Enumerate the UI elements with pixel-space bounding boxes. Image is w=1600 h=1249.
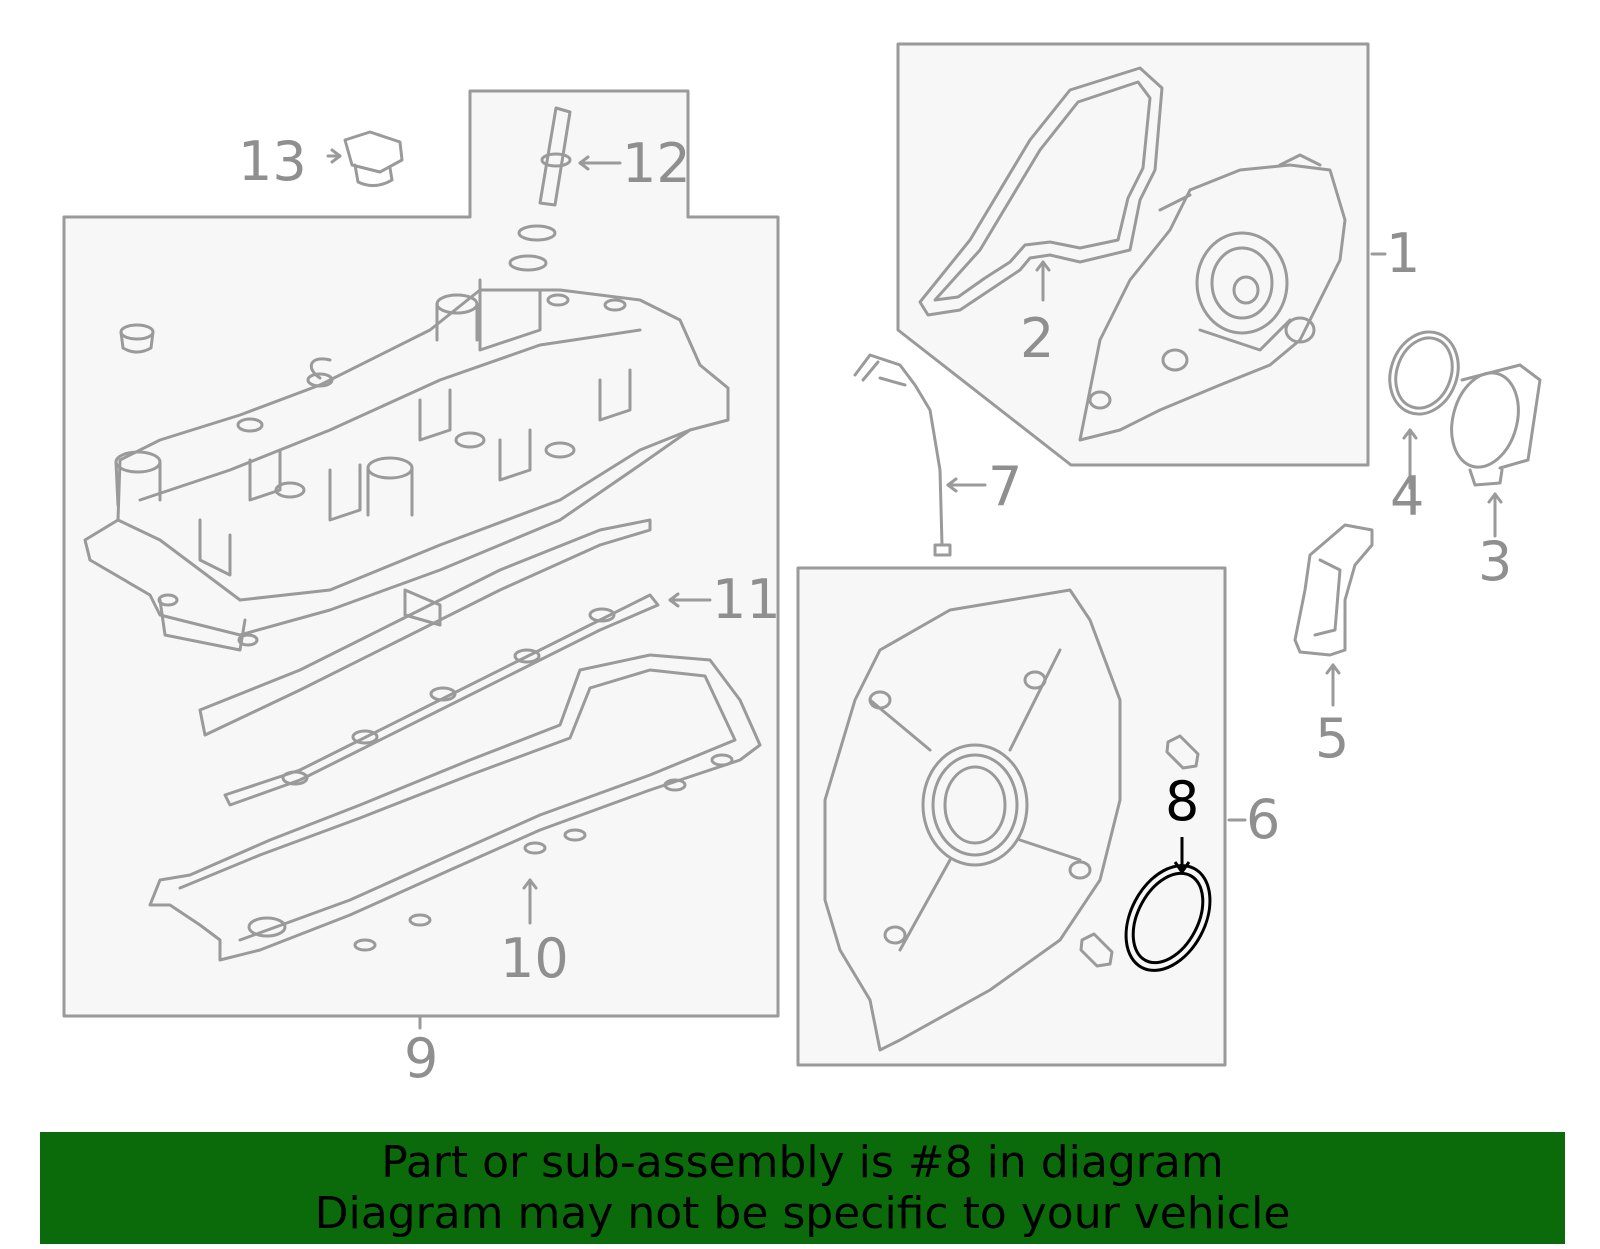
plug-drawing	[119, 323, 155, 354]
front-cover-drawing	[1078, 153, 1347, 442]
gasket-2-drawing	[918, 66, 1164, 317]
group-box-1	[896, 42, 1370, 467]
callout-11: 11	[712, 568, 781, 631]
banner-line-1: Part or sub-assembly is #8 in diagram	[381, 1137, 1224, 1188]
bracket-5-drawing	[1293, 523, 1374, 657]
callout-3: 3	[1478, 530, 1512, 593]
cap-3-drawing	[1450, 363, 1542, 487]
callout-7: 7	[988, 455, 1022, 518]
seal-ring-8-drawing	[1124, 837, 1212, 972]
group-box-6	[796, 566, 1227, 1067]
oil-cap-drawing	[343, 130, 404, 187]
callout-5: 5	[1315, 707, 1349, 770]
banner-line-2: Diagram may not be specific to your vehi…	[314, 1188, 1291, 1239]
gasket-10-drawing	[148, 653, 762, 962]
callout-2: 2	[1020, 307, 1054, 370]
callout-1: 1	[1386, 222, 1420, 285]
callout-4: 4	[1390, 465, 1424, 528]
pcv-tube-drawing	[508, 106, 572, 272]
callout-9: 9	[404, 1027, 438, 1090]
callout-13: 13	[238, 130, 307, 193]
rear-cover-drawing	[823, 588, 1122, 1052]
callout-6: 6	[1246, 788, 1280, 851]
callout-10: 10	[500, 927, 569, 990]
callout-12: 12	[622, 132, 691, 195]
valve-cover-drawing	[83, 278, 730, 652]
notice-banner: Part or sub-assembly is #8 in diagram Di…	[40, 1132, 1565, 1244]
dipstick-7-drawing	[853, 353, 952, 557]
oring-4-drawing	[1388, 330, 1460, 416]
callout-8: 8	[1165, 770, 1199, 833]
gasket-11-drawing	[198, 518, 660, 807]
dowel-pins-drawing	[1079, 734, 1200, 968]
callout-leaders	[326, 148, 1503, 1030]
